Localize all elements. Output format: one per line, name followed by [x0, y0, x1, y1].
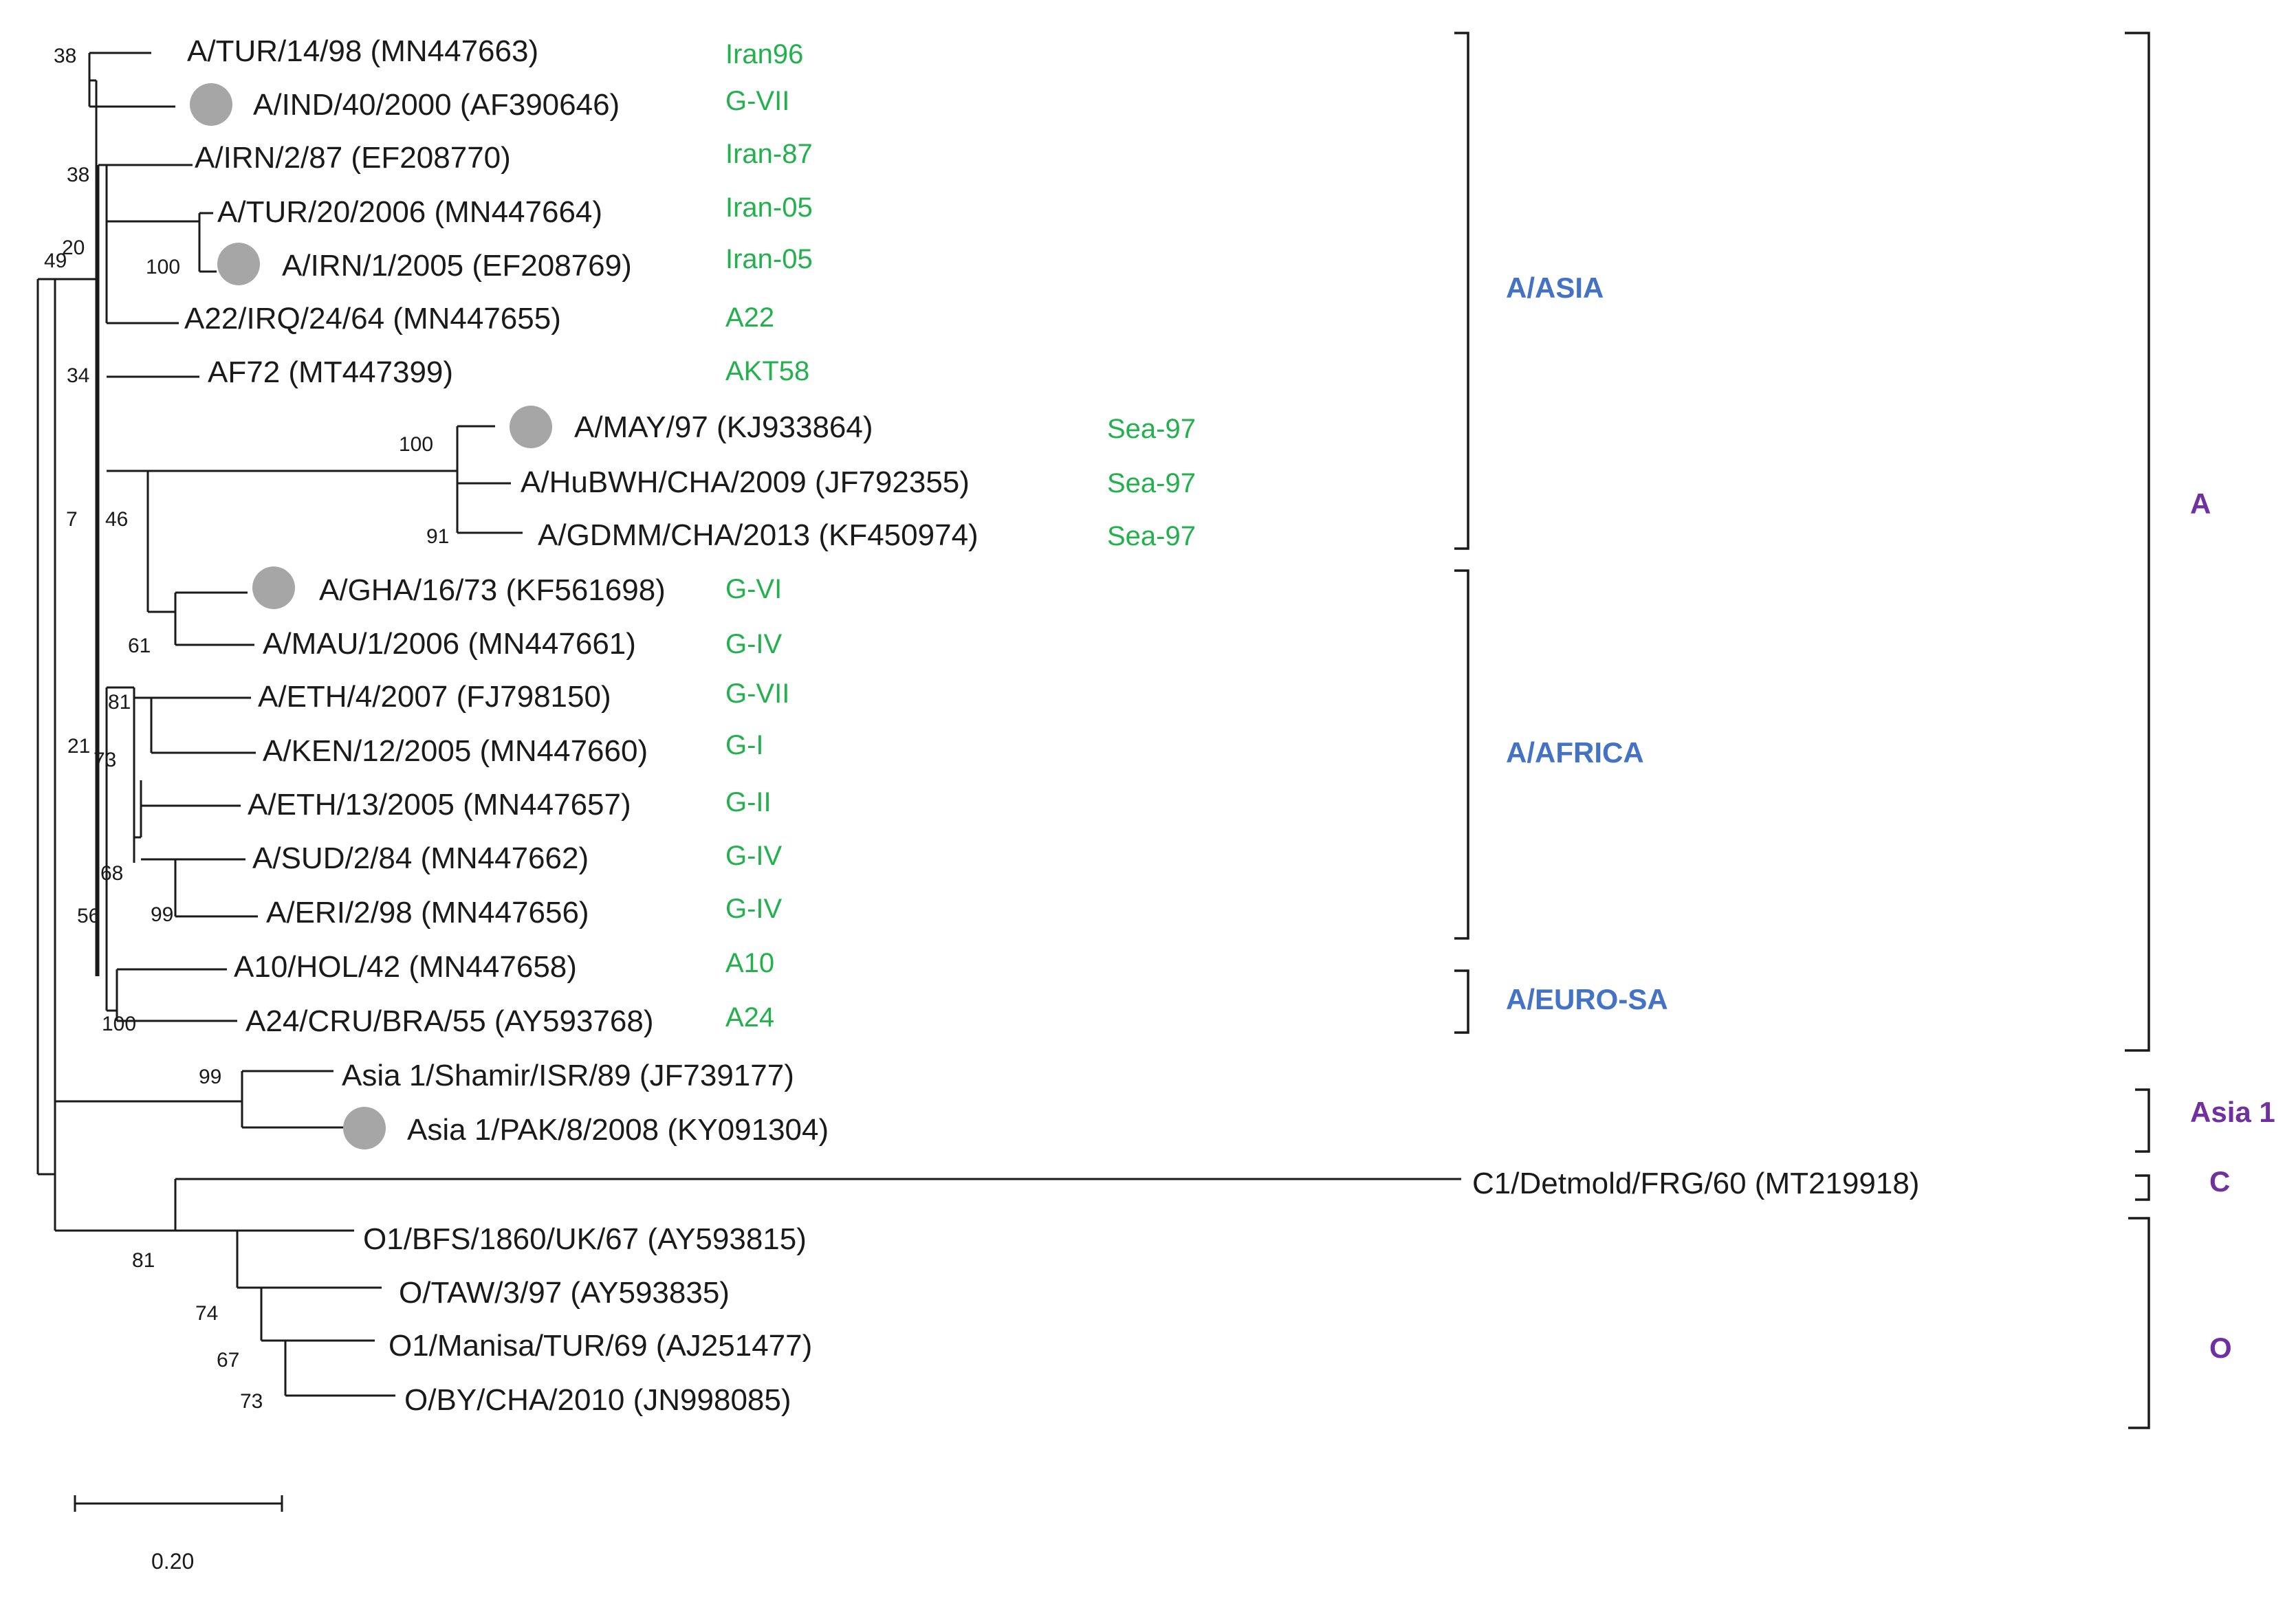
bracket-serotype-o — [2128, 1217, 2150, 1429]
taxon-label: A/MAU/1/2006 (MN447661) — [263, 627, 636, 661]
serotype-label-o: O — [2209, 1332, 2232, 1364]
genotype-label: A22 — [725, 302, 774, 333]
bootstrap-value: 49 — [44, 250, 67, 272]
bootstrap-value: 61 — [128, 635, 151, 657]
genotype-label: Iran96 — [725, 39, 803, 69]
taxon-label: A/KEN/12/2005 (MN447660) — [263, 734, 648, 768]
sample-marker-dot — [190, 83, 232, 126]
taxon-label: O/BY/CHA/2010 (JN998085) — [404, 1383, 791, 1417]
bracket-serotype-a — [2125, 32, 2150, 1052]
bootstrap-value: 67 — [217, 1349, 239, 1372]
taxon-label: O/TAW/3/97 (AY593835) — [399, 1276, 730, 1310]
taxon-label: O1/BFS/1860/UK/67 (AY593815) — [363, 1222, 807, 1256]
bootstrap-value: 20 — [62, 236, 85, 259]
bootstrap-value: 7 — [66, 508, 78, 531]
bootstrap-value: 38 — [67, 164, 89, 186]
taxon-label: A/MAY/97 (KJ933864) — [574, 410, 873, 444]
genotype-label: G-IV — [725, 841, 783, 871]
bootstrap-value: 100 — [399, 433, 433, 456]
taxon-label: O1/Manisa/TUR/69 (AJ251477) — [389, 1329, 812, 1363]
bootstrap-value: 91 — [426, 525, 449, 548]
scale-bar: 0.20 — [74, 1495, 283, 1574]
scale-bar-label: 0.20 — [151, 1549, 194, 1574]
bracket-a-africa — [1454, 569, 1469, 940]
taxon-label: A/TUR/14/98 (MN447663) — [187, 34, 538, 68]
bracket-a-asia — [1454, 32, 1469, 550]
group-label-a-africa: A/AFRICA — [1506, 736, 1644, 769]
bootstrap-value: 46 — [105, 508, 128, 531]
bootstrap-value: 21 — [67, 735, 90, 758]
bootstrap-value: 38 — [54, 45, 76, 67]
group-label-a-euro-sa: A/EURO-SA — [1506, 983, 1668, 1015]
genotype-label: AKT58 — [725, 356, 809, 386]
sample-marker-dot — [510, 406, 552, 448]
taxon-label: A/HuBWH/CHA/2009 (JF792355) — [521, 465, 970, 499]
bootstrap-value: 81 — [108, 691, 131, 714]
bracket-serotype-c — [2135, 1174, 2150, 1201]
taxon-label: Asia 1/PAK/8/2008 (KY091304) — [407, 1113, 829, 1147]
taxon-label: A/GHA/16/73 (KF561698) — [319, 573, 666, 607]
serotype-label-a: A — [2190, 487, 2211, 520]
taxon-label: A/SUD/2/84 (MN447662) — [252, 841, 589, 875]
taxon-label: Asia 1/Shamir/ISR/89 (JF739177) — [342, 1059, 794, 1092]
bracket-serotype-asia1 — [2135, 1088, 2150, 1153]
genotype-label: Iran-05 — [725, 192, 813, 223]
serotype-label-asia1: Asia 1 — [2190, 1096, 2275, 1128]
sample-marker-dot — [252, 566, 295, 609]
bootstrap-value: 68 — [100, 862, 123, 885]
bootstrap-value: 73 — [240, 1390, 263, 1413]
tree-markers — [190, 83, 552, 1149]
bootstrap-value: 74 — [195, 1302, 218, 1325]
sample-marker-dot — [343, 1107, 386, 1149]
taxon-label: A/GDMM/CHA/2013 (KF450974) — [538, 518, 978, 552]
taxon-label: A/IND/40/2000 (AF390646) — [253, 88, 620, 122]
genotype-label: G-VII — [725, 679, 789, 709]
group-label-a-asia: A/ASIA — [1506, 272, 1604, 304]
bootstrap-value: 100 — [146, 256, 180, 278]
genotype-label: A24 — [725, 1002, 774, 1033]
genotype-label: G-I — [725, 730, 764, 760]
taxon-label: A/ETH/4/2007 (FJ798150) — [258, 680, 611, 714]
clade-brackets — [1454, 32, 2150, 1429]
bootstrap-value: 100 — [102, 1013, 136, 1035]
bootstrap-value: 73 — [94, 749, 116, 771]
genotype-label: Iran-05 — [725, 244, 813, 274]
bootstrap-value: 99 — [151, 903, 173, 926]
genotype-label: G-VI — [725, 574, 782, 604]
genotype-label: G-II — [725, 787, 772, 817]
serotype-label-c: C — [2209, 1165, 2230, 1198]
bootstrap-values: 38 38 20 49 100 34 100 91 7 46 61 81 21 … — [44, 45, 449, 1413]
taxon-label: A10/HOL/42 (MN447658) — [234, 950, 577, 984]
genotype-label: G-VII — [725, 86, 789, 116]
bootstrap-value: 81 — [132, 1249, 155, 1272]
taxon-label: A24/CRU/BRA/55 (AY593768) — [245, 1004, 653, 1038]
taxon-label: A/IRN/2/87 (EF208770) — [195, 141, 511, 175]
genotype-label: Sea-97 — [1107, 414, 1196, 444]
taxon-label: A/TUR/20/2006 (MN447664) — [217, 195, 602, 229]
bootstrap-value: 99 — [199, 1066, 221, 1088]
taxon-label: A22/IRQ/24/64 (MN447655) — [184, 302, 561, 335]
bootstrap-value: 34 — [67, 364, 89, 387]
genotype-label: Iran-87 — [725, 139, 813, 169]
taxon-label: AF72 (MT447399) — [208, 355, 453, 389]
genotype-label: Sea-97 — [1107, 521, 1196, 551]
genotype-label: G-IV — [725, 629, 783, 659]
genotype-label: G-IV — [725, 894, 783, 924]
bracket-a-euro-sa — [1454, 969, 1469, 1034]
taxon-labels: A/TUR/14/98 (MN447663) A/IND/40/2000 (AF… — [184, 34, 1919, 1417]
sample-marker-dot — [217, 243, 260, 285]
genotype-label: Sea-97 — [1107, 468, 1196, 498]
taxon-label: A/ERI/2/98 (MN447656) — [266, 896, 589, 929]
tree-branches — [36, 52, 1461, 1397]
taxon-label: A/ETH/13/2005 (MN447657) — [248, 788, 631, 822]
taxon-label: C1/Detmold/FRG/60 (MT219918) — [1472, 1167, 1919, 1200]
taxon-label: A/IRN/1/2005 (EF208769) — [282, 249, 632, 283]
bootstrap-value: 56 — [77, 905, 100, 927]
genotype-label: A10 — [725, 948, 774, 978]
genotype-labels: Iran96 G-VII Iran-87 Iran-05 Iran-05 A22… — [725, 39, 1196, 1033]
